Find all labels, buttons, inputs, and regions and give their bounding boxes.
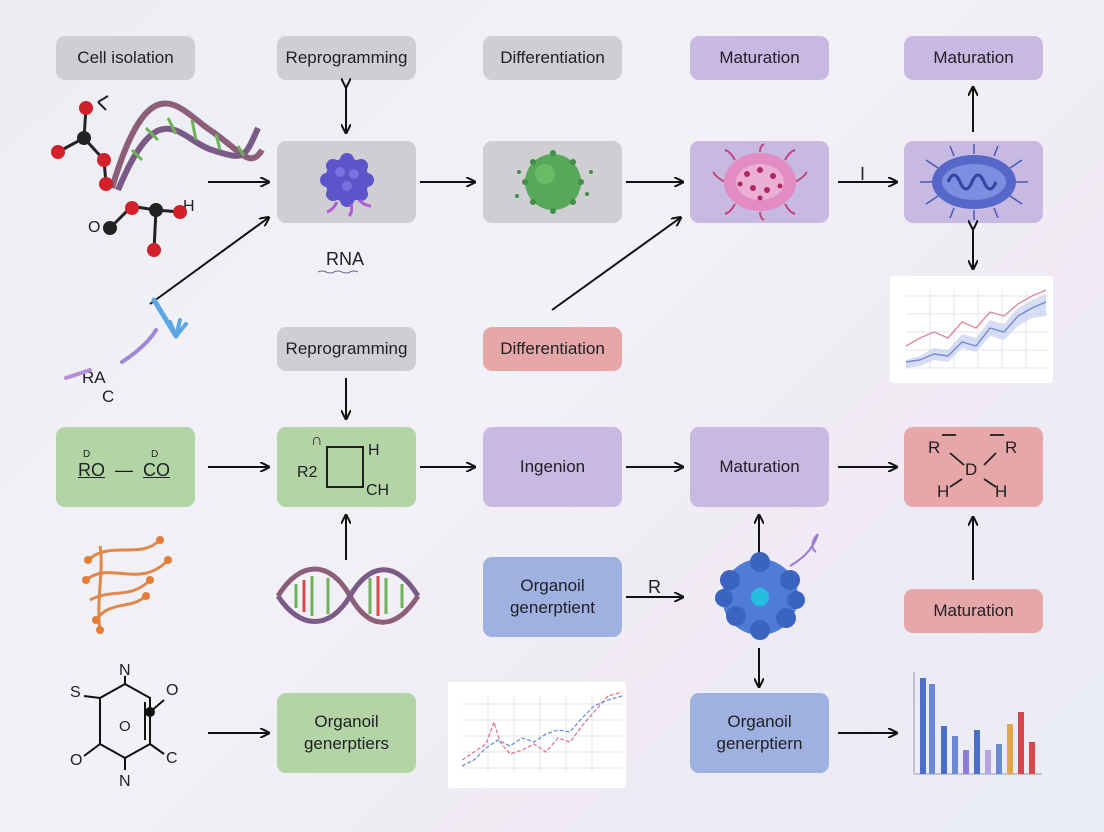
hex-o-left-label: O [70,752,83,769]
ch-label: CH [366,482,390,499]
organoid-generptiern-box: Organoil generptiern [690,693,829,773]
hex-o-center-label: O [119,718,131,735]
reprogramming-box-top: Reprogramming [277,36,416,80]
protein-nodes [82,536,172,634]
d-bonds [942,434,1004,488]
cell-isolation-box: Cell isolation [56,36,195,80]
d-small-2: D [151,449,159,460]
hex-o-right-label: O [166,682,179,699]
d-center-label: D [965,460,978,479]
c-label: C [102,387,115,406]
cell-box-reprogramming [277,141,416,223]
square-bond [326,446,364,488]
protein-icon [85,538,170,631]
maturation-box-mid: Maturation [690,427,829,507]
green-cell-icon [514,150,593,214]
maturation-label-top-2: Maturation [933,47,1014,67]
pink-cell-icon [711,143,808,221]
r2-label: R2 [297,464,318,481]
maturation-label-top-1: Maturation [719,47,800,67]
molecule-h-label: H [183,198,195,215]
rna-label: RNA [326,249,365,269]
d-molecule-box: R R D H H [904,427,1043,507]
line-chart-top-right-plot [905,289,1048,369]
organoid-generptient-box: Organoil generptient [483,557,622,637]
cap-label: ∩ [311,432,323,449]
cell-box-maturation [690,141,829,223]
reprogramming-label-top: Reprogramming [285,47,408,67]
hex-n-bottom-label: N [119,773,131,790]
reprogramming-label-mid: Reprogramming [285,338,408,358]
arrow-diagonal-left [149,218,268,305]
arrow-label-i: I [860,164,866,184]
r-left-label: R [928,438,941,457]
differentiation-label-top: Differentiation [500,47,605,67]
cell-box-differentiation [483,141,622,223]
line-chart-bottom-plot [461,691,623,772]
bar-chart-bottom-right [896,666,1046,788]
receptor-icon [64,297,188,380]
hexagon-molecule-icon [83,676,165,770]
hex-s-label: S [70,684,81,701]
arrow-diagonal-right [551,218,680,311]
differentiation-box-mid: Differentiation [483,327,622,371]
maturation-box-top-1: Maturation [690,36,829,80]
maturation-box-right: Maturation [904,589,1043,633]
rna-squiggle [317,270,359,274]
bond-dash: — [115,460,133,480]
blue-cell-icon-bottom [715,533,819,640]
molecule-dna-icon [51,95,265,257]
ro-label: RO [78,460,105,480]
differentiation-label-mid: Differentiation [500,338,605,358]
h-bl-label: H [937,482,950,501]
mitochondrion-icon [919,144,1028,220]
blue-cell-icon [319,153,374,218]
line-chart-bottom [448,682,626,788]
ingenion-box: Ingenion [483,427,622,507]
bar-chart-bottom-right-plot [913,672,1042,775]
cell-box-mitochondrion [904,141,1043,223]
line-chart-top-right [890,276,1053,383]
h-br-label: H [995,482,1008,501]
organoid-generptiers-label: Organoil generptiers [303,711,390,753]
differentiation-box-top: Differentiation [483,36,622,80]
hex-c-label: C [166,750,178,767]
molecule-o-label: O [88,219,101,236]
hexagon-dot [145,707,155,717]
maturation-box-top-2: Maturation [904,36,1043,80]
dna-helix-icon [275,566,421,625]
maturation-label-mid: Maturation [719,456,800,476]
ro-co-box: D RO — D CO [56,427,195,507]
maturation-label-right: Maturation [933,600,1014,620]
d-small-1: D [83,449,91,460]
co-label: CO [143,460,170,480]
organoid-generptient-label: Organoil generptient [509,575,596,617]
organoid-generptiers-box: Organoil generptiers [277,693,416,773]
h-label: H [368,442,380,459]
cell-isolation-label: Cell isolation [77,47,174,67]
arrow-label-r: R [648,577,661,597]
organoid-generptiern-label: Organoil generptiern [716,711,803,753]
ingenion-label: Ingenion [519,456,586,476]
reprogramming-box-mid: Reprogramming [277,327,416,371]
square-molecule-box: ∩ R2 H CH [277,427,416,507]
hex-n-top-label: N [119,662,131,679]
r-right-label: R [1005,438,1018,457]
